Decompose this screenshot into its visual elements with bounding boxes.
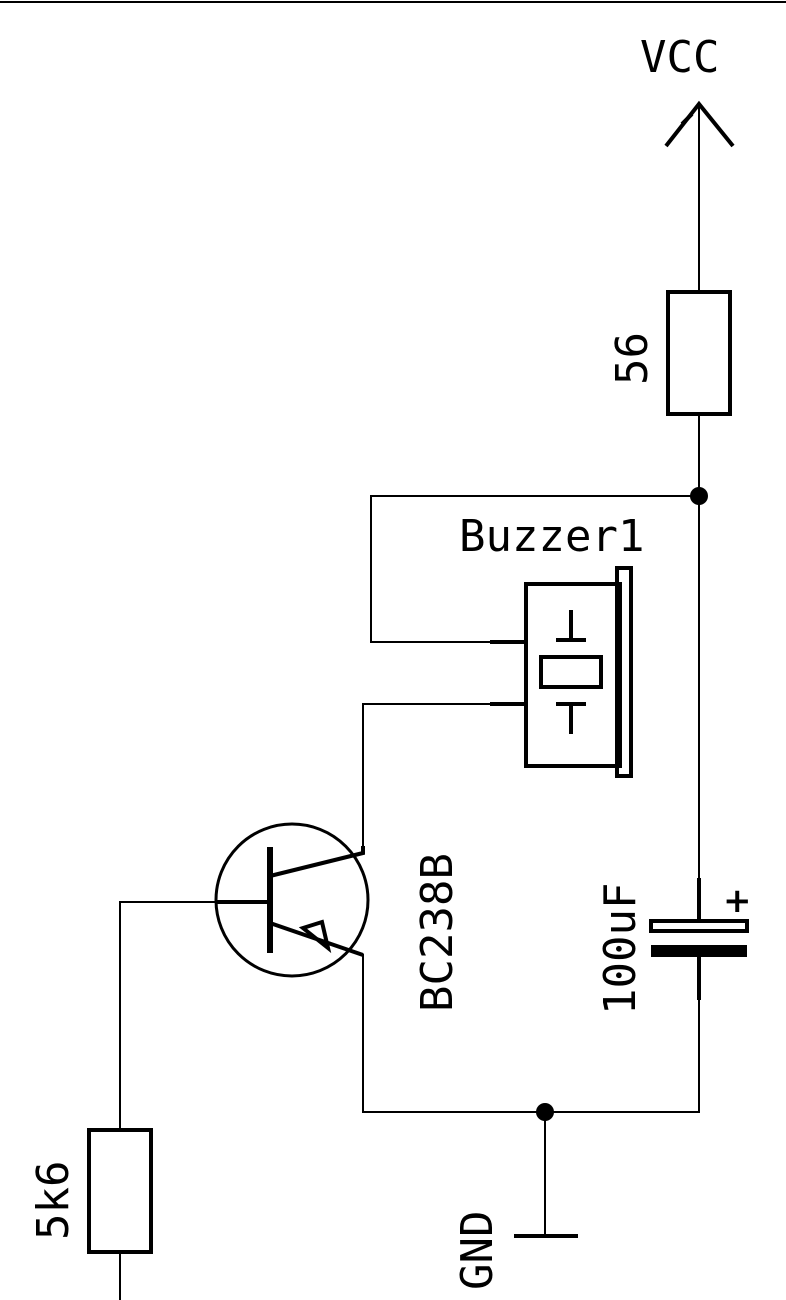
gnd-label: GND bbox=[452, 1211, 503, 1290]
vcc-label: VCC bbox=[640, 32, 719, 83]
transistor-label: BC238B bbox=[412, 853, 463, 1012]
transistor-symbol: BC238B bbox=[214, 822, 463, 1012]
resistor-5k6-label: 5k6 bbox=[28, 1161, 79, 1240]
wire-base-to-resistor bbox=[119, 901, 217, 1131]
capacitor-label: 100uF bbox=[595, 883, 646, 1015]
resistor-56: 56 bbox=[607, 290, 732, 416]
resistor-5k6: 5k6 bbox=[28, 1128, 153, 1300]
capacitor-100uf: + 100uF bbox=[595, 878, 752, 1015]
vcc-symbol: VCC bbox=[640, 32, 735, 148]
resistor-56-label: 56 bbox=[607, 332, 658, 385]
buzzer-symbol: Buzzer1 bbox=[459, 511, 644, 778]
wire-buzzer-to-collector bbox=[362, 703, 491, 847]
gnd-symbol: GND bbox=[452, 1211, 578, 1290]
buzzer-label: Buzzer1 bbox=[459, 511, 644, 562]
wire-junction-to-buzzer bbox=[370, 495, 700, 643]
capacitor-polarity: + bbox=[723, 881, 752, 921]
wire-emitter-to-ground bbox=[362, 954, 700, 1113]
